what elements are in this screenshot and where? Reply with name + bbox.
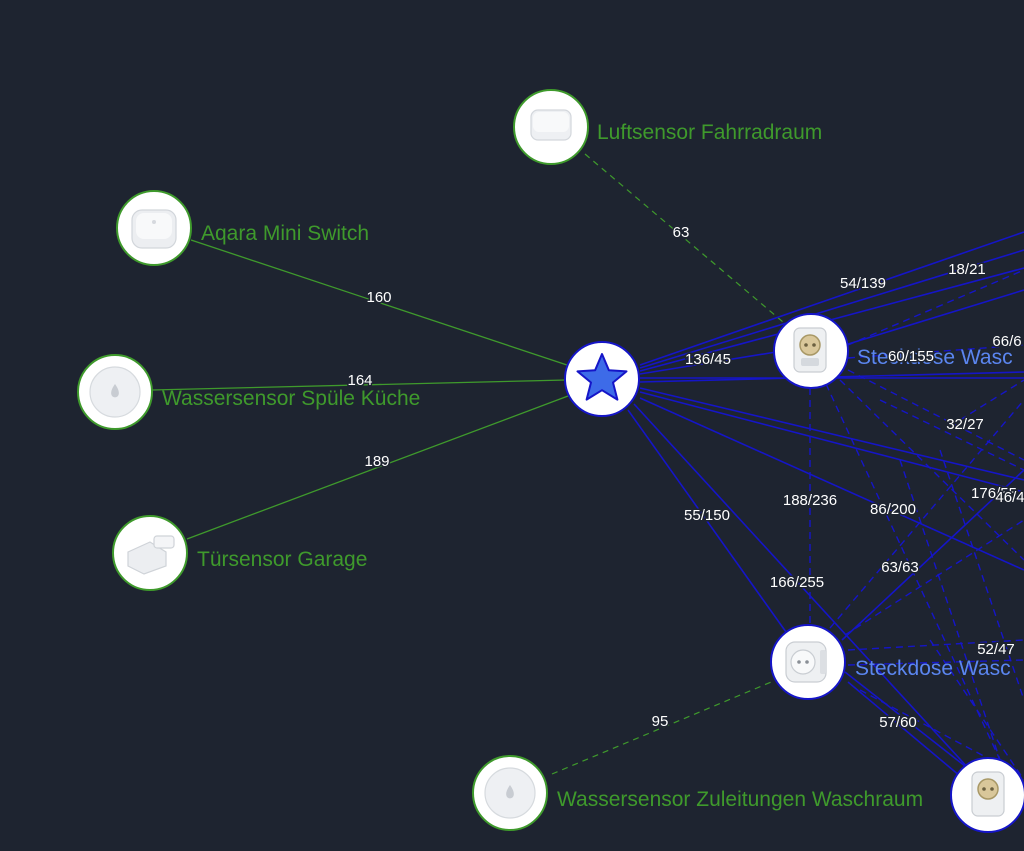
edge-label: 46/4 [995, 489, 1024, 506]
label-steckdose-1: Steckdose Wasc [857, 346, 1013, 369]
edge-label: 188/236 [783, 492, 837, 509]
node-wasser-zuleitung[interactable] [472, 755, 548, 831]
label-wasser-zuleitung: Wassersensor Zuleitungen Waschraum [557, 788, 923, 811]
edge-label: 18/21 [948, 261, 986, 278]
edge-label: 66/6 [992, 333, 1021, 350]
label-steckdose-2: Steckdose Wasc [855, 657, 1011, 680]
edge-label: 54/139 [840, 275, 886, 292]
mini-switch-icon [131, 209, 177, 249]
edge-label: 60/155 [888, 348, 934, 365]
node-steckdose-1[interactable] [773, 313, 849, 389]
edge-wasser-zuleitung [551, 679, 777, 775]
edge-label: 160 [366, 289, 391, 306]
edge-label: 189 [364, 453, 389, 470]
door-sensor-icon [127, 535, 175, 575]
edge-label: 52/47 [977, 641, 1015, 658]
node-labels: Luftsensor Fahrradraum Aqara Mini Switch… [162, 121, 1013, 811]
coordinator-node[interactable] [564, 341, 640, 417]
node-luftsensor[interactable] [513, 89, 589, 165]
nodes [77, 89, 1024, 833]
water-sensor-icon [484, 767, 536, 819]
coordinator-mesh-links [627, 231, 1024, 771]
smart-plug-icon [971, 771, 1005, 817]
edge-tuer-garage [186, 395, 569, 540]
edge-aqara [190, 239, 571, 367]
star-icon [576, 353, 628, 401]
label-luftsensor: Luftsensor Fahrradraum [597, 121, 822, 144]
edge-label: 95 [652, 713, 669, 730]
air-sensor-icon [530, 109, 572, 141]
edge-label: 63/63 [881, 559, 919, 576]
node-wasser-kueche[interactable] [77, 354, 153, 430]
edge-label: 55/150 [684, 507, 730, 524]
node-tuer-garage[interactable] [112, 515, 188, 591]
router-mesh-links [841, 289, 1024, 777]
smart-plug-icon [793, 327, 827, 373]
edge-label: 176/55 [971, 485, 1017, 502]
edge-labels: 63 160 164 189 136/45 54/139 18/21 66/6 … [346, 223, 1024, 733]
node-aqara[interactable] [116, 190, 192, 266]
edge-label: 32/27 [946, 416, 984, 433]
label-wasser-kueche: Wassersensor Spüle Küche [162, 387, 420, 410]
edges [151, 153, 1024, 781]
water-sensor-icon [89, 366, 141, 418]
edge-label: 57/60 [879, 714, 917, 731]
edge-label: 63 [673, 224, 690, 241]
edge-label: 164 [347, 372, 372, 389]
edge-label: 136/45 [685, 351, 731, 368]
smart-plug-icon [785, 641, 827, 683]
node-steckdose-2[interactable] [770, 624, 846, 700]
label-tuer-garage: Türsensor Garage [197, 548, 367, 571]
edge-wasser-kueche [151, 379, 567, 391]
edge-label: 86/200 [870, 501, 916, 518]
router-mesh-dashed-links [809, 269, 1024, 781]
label-aqara: Aqara Mini Switch [201, 222, 369, 245]
node-steckdose-3[interactable] [950, 757, 1024, 833]
edge-label: 166/255 [770, 574, 824, 591]
